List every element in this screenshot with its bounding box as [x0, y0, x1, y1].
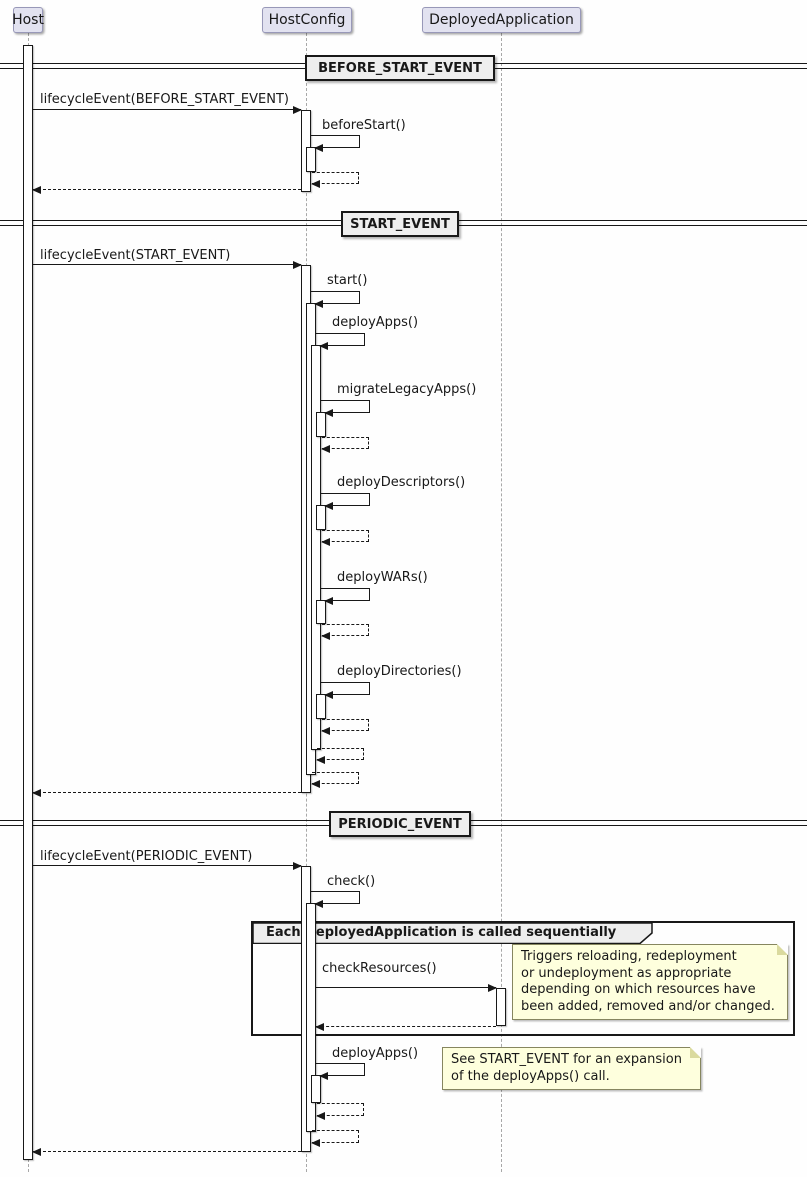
arrowhead-left-icon	[324, 409, 333, 417]
arrow-lifecycle-periodic	[33, 862, 302, 870]
selfcall-deployapps	[316, 333, 365, 350]
arrow-return-start	[32, 789, 301, 797]
note-line: depending on which resources have	[521, 982, 756, 997]
selfreturn-deploydirectories	[321, 719, 369, 735]
arrowhead-left-icon	[314, 900, 323, 908]
selfcall-deploywars	[321, 588, 370, 605]
label-check: check()	[327, 874, 376, 889]
arrowhead-right-icon	[488, 984, 497, 992]
arrowhead-left-icon	[324, 502, 333, 510]
participant-deployedapplication: DeployedApplication	[422, 7, 581, 33]
arrow-lifecycle-before-start	[33, 106, 302, 114]
arrowhead-left-icon	[319, 1072, 328, 1080]
arrow-return-before-start	[32, 186, 301, 194]
group-header-label: Each DeployedApplication is called seque…	[266, 925, 617, 940]
activation-host	[23, 45, 33, 1160]
divider-start-event: START_EVENT	[341, 211, 459, 237]
note-line: Triggers reloading, redeployment	[521, 949, 737, 964]
selfreturn-deploywars	[321, 624, 369, 640]
arrow-lifecycle-start	[33, 261, 302, 269]
arrowhead-right-icon	[293, 261, 302, 269]
arrowhead-left-icon	[314, 144, 323, 152]
selfcall-deploydirectories	[321, 682, 370, 699]
arrowhead-left-icon	[32, 186, 41, 194]
label-deployapps-periodic: deployApps()	[332, 1046, 419, 1061]
arrowhead-right-icon	[293, 862, 302, 870]
lifeline-deployedapplication	[501, 33, 502, 1172]
label-deploydirectories: deployDirectories()	[337, 664, 462, 679]
selfcall-migratelegacyapps	[321, 400, 370, 417]
label-lifecycle-periodic: lifecycleEvent(PERIODIC_EVENT)	[40, 849, 253, 864]
selfreturn-beforestart	[311, 172, 359, 188]
label-deploydescriptors: deployDescriptors()	[337, 475, 466, 490]
arrow-checkresources	[316, 984, 497, 992]
activation-deployapps	[311, 345, 321, 750]
divider-periodic-event: PERIODIC_EVENT	[329, 811, 471, 837]
arrowhead-left-icon	[316, 756, 325, 764]
arrow-return-periodic	[32, 1148, 301, 1156]
selfreturn-start	[311, 772, 359, 788]
arrowhead-left-icon	[311, 780, 320, 788]
note-fold-icon	[777, 944, 788, 955]
arrowhead-left-icon	[319, 342, 328, 350]
note-fold-icon	[690, 1047, 701, 1058]
divider-before-start-event: BEFORE_START_EVENT	[305, 55, 495, 81]
participant-hostconfig: HostConfig	[262, 7, 352, 33]
selfreturn-deployapps-periodic	[316, 1103, 364, 1120]
note-line: or undeployment as appropriate	[521, 965, 732, 981]
arrowhead-left-icon	[311, 1139, 320, 1147]
arrowhead-left-icon	[32, 1148, 41, 1156]
group-frame-sequential	[251, 921, 795, 1036]
label-lifecycle-before-start: lifecycleEvent(BEFORE_START_EVENT)	[40, 92, 289, 107]
note-check-resources: Triggers reloading, redeployment or unde…	[512, 944, 788, 1020]
arrowhead-left-icon	[321, 727, 330, 735]
label-migratelegacyapps: migrateLegacyApps()	[337, 382, 477, 397]
selfreturn-deployapps	[316, 748, 364, 764]
label-checkresources: checkResources()	[322, 961, 437, 976]
label-deployapps: deployApps()	[332, 315, 419, 330]
group-header-shape	[253, 923, 653, 944]
arrowhead-left-icon	[321, 632, 330, 640]
arrowhead-left-icon	[324, 691, 333, 699]
arrowhead-left-icon	[324, 597, 333, 605]
arrowhead-left-icon	[314, 300, 323, 308]
label-start: start()	[327, 273, 368, 288]
arrowhead-left-icon	[311, 180, 320, 188]
selfcall-beforestart	[311, 135, 360, 152]
note-deploy-apps: See START_EVENT for an expansion of the …	[442, 1047, 701, 1090]
selfcall-deployapps-periodic	[316, 1063, 365, 1080]
participant-host: Host	[12, 7, 44, 33]
selfcall-start	[311, 291, 360, 308]
arrowhead-left-icon	[315, 1023, 324, 1031]
note-line: See START_EVENT for an expansion	[451, 1052, 682, 1067]
activation-deployedapplication	[496, 988, 506, 1026]
selfreturn-check	[311, 1130, 359, 1147]
label-deploywars: deployWARs()	[337, 570, 428, 585]
note-line: of the deployApps() call.	[451, 1068, 610, 1084]
arrow-return-checkresources	[315, 1023, 496, 1031]
arrowhead-right-icon	[293, 106, 302, 114]
label-lifecycle-start: lifecycleEvent(START_EVENT)	[40, 248, 231, 263]
selfreturn-deploydescriptors	[321, 530, 369, 546]
selfcall-check	[311, 891, 360, 908]
label-beforestart: beforeStart()	[322, 118, 406, 133]
selfreturn-migratelegacyapps	[321, 437, 369, 453]
arrowhead-left-icon	[32, 789, 41, 797]
selfcall-deploydescriptors	[321, 493, 370, 510]
arrowhead-left-icon	[321, 538, 330, 546]
note-line: been added, removed and/or changed.	[521, 998, 775, 1014]
arrowhead-left-icon	[316, 1112, 325, 1120]
arrowhead-left-icon	[321, 445, 330, 453]
